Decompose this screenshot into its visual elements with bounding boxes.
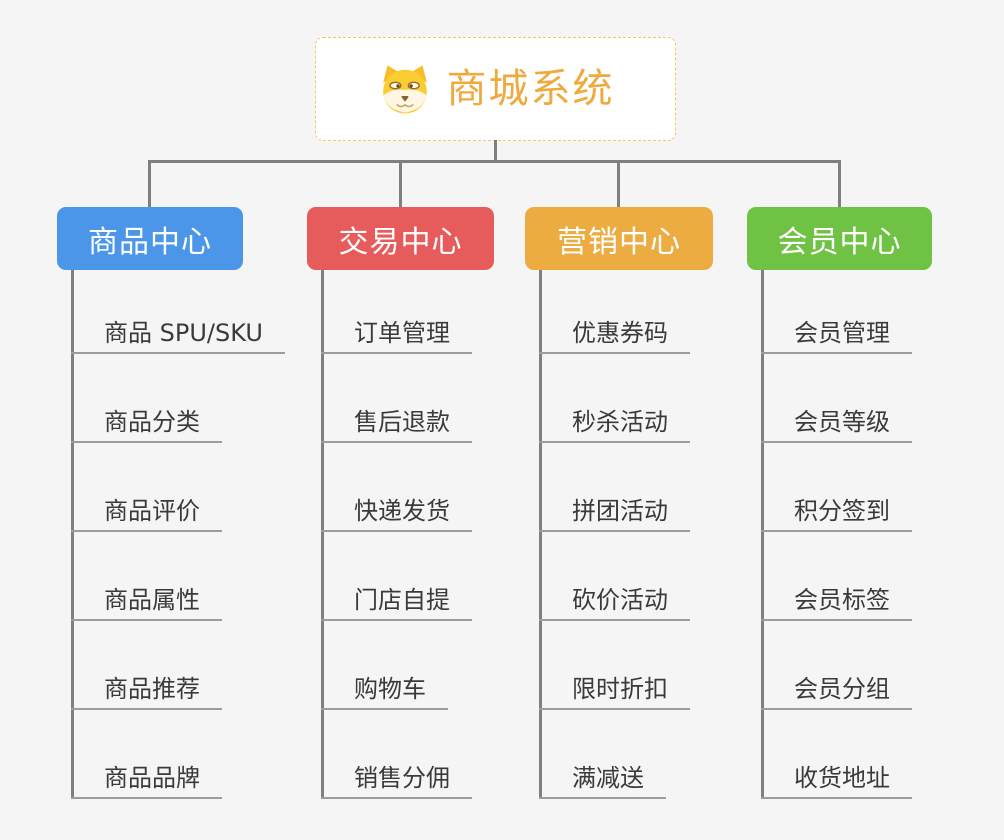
list-item[interactable]: 限时折扣 xyxy=(539,672,690,710)
list-item[interactable]: 积分签到 xyxy=(761,494,912,532)
list-item[interactable]: 会员标签 xyxy=(761,583,912,621)
branch-header-trade[interactable]: 交易中心 xyxy=(307,207,494,270)
connector-line xyxy=(399,160,402,207)
connector-line xyxy=(148,160,151,207)
list-item[interactable]: 门店自提 xyxy=(321,583,472,621)
list-item[interactable]: 会员分组 xyxy=(761,672,912,710)
dog-face-icon xyxy=(382,65,427,114)
root-node[interactable]: 商城系统 xyxy=(315,37,676,141)
list-item[interactable]: 砍价活动 xyxy=(539,583,690,621)
list-item[interactable]: 会员等级 xyxy=(761,405,912,443)
list-item[interactable]: 商品属性 xyxy=(71,583,222,621)
branch-trade: 交易中心 订单管理 售后退款 快递发货 门店自提 购物车 销售分佣 xyxy=(307,207,494,799)
connector-line xyxy=(494,140,497,162)
list-item[interactable]: 商品推荐 xyxy=(71,672,222,710)
list-item[interactable]: 销售分佣 xyxy=(321,761,472,799)
list-item[interactable]: 会员管理 xyxy=(761,316,912,354)
list-item[interactable]: 商品评价 xyxy=(71,494,222,532)
branch-members: 会员中心 会员管理 会员等级 积分签到 会员标签 会员分组 收货地址 xyxy=(747,207,932,799)
list-item[interactable]: 售后退款 xyxy=(321,405,472,443)
branch-list: 会员管理 会员等级 积分签到 会员标签 会员分组 收货地址 xyxy=(761,270,1004,801)
list-item[interactable]: 商品 SPU/SKU xyxy=(71,316,285,354)
branch-header-members[interactable]: 会员中心 xyxy=(747,207,932,270)
list-item[interactable]: 快递发货 xyxy=(321,494,472,532)
list-item[interactable]: 订单管理 xyxy=(321,316,472,354)
branch-marketing: 营销中心 优惠券码 秒杀活动 拼团活动 砍价活动 限时折扣 满减送 xyxy=(525,207,713,799)
branch-list: 商品 SPU/SKU 商品分类 商品评价 商品属性 商品推荐 商品品牌 xyxy=(71,270,331,801)
list-item[interactable]: 拼团活动 xyxy=(539,494,690,532)
list-item[interactable]: 优惠券码 xyxy=(539,316,690,354)
root-title: 商城系统 xyxy=(446,66,615,112)
branch-list: 优惠券码 秒杀活动 拼团活动 砍价活动 限时折扣 满减送 xyxy=(539,270,799,801)
list-item[interactable]: 购物车 xyxy=(321,672,448,710)
branch-list: 订单管理 售后退款 快递发货 门店自提 购物车 销售分佣 xyxy=(321,270,581,801)
list-item[interactable]: 商品分类 xyxy=(71,405,222,443)
branch-spine-line xyxy=(761,270,764,799)
list-item[interactable]: 满减送 xyxy=(539,761,666,799)
connector-line xyxy=(838,160,841,207)
list-item[interactable]: 秒杀活动 xyxy=(539,405,690,443)
branch-spine-line xyxy=(71,270,74,799)
branch-header-marketing[interactable]: 营销中心 xyxy=(525,207,713,270)
branch-header-products[interactable]: 商品中心 xyxy=(57,207,243,270)
connector-line xyxy=(148,160,841,163)
connector-line xyxy=(617,160,620,207)
branch-spine-line xyxy=(321,270,324,799)
branch-products: 商品中心 商品 SPU/SKU 商品分类 商品评价 商品属性 商品推荐 商品品牌 xyxy=(57,207,285,799)
list-item[interactable]: 商品品牌 xyxy=(71,761,222,799)
branch-spine-line xyxy=(539,270,542,799)
list-item[interactable]: 收货地址 xyxy=(761,761,912,799)
